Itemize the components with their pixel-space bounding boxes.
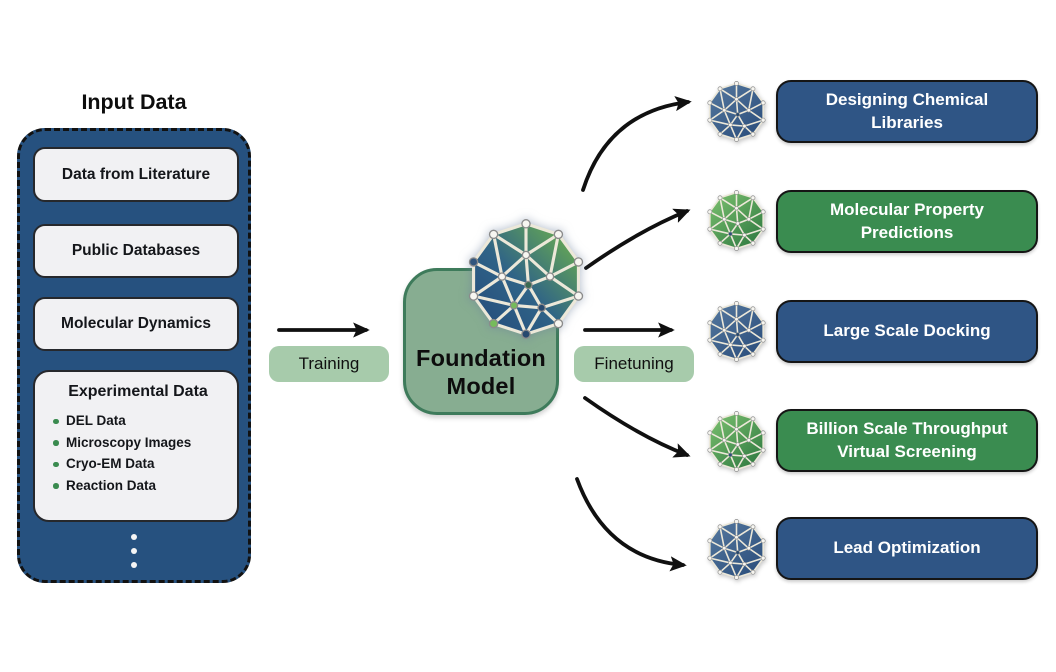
training-label: Training (269, 346, 389, 382)
list-item: Reaction Data (53, 475, 227, 497)
molecule-network-icon (706, 190, 767, 251)
input-data-title: Input Data (81, 90, 187, 114)
foundation-model-box: Foundation Model (403, 268, 559, 415)
output-molecular-property-predictions: Molecular Property Predictions (776, 190, 1038, 253)
arrow-output-5 (575, 477, 687, 572)
experimental-data-title: Experimental Data (68, 383, 208, 400)
input-item-public-databases: Public Databases (33, 224, 239, 278)
input-data-panel: Data from Literature Public Databases Mo… (17, 128, 251, 583)
output-designing-chemical-libraries: Designing Chemical Libraries (776, 80, 1038, 143)
molecule-network-icon (706, 411, 767, 472)
input-item-molecular-dynamics: Molecular Dynamics (33, 297, 239, 351)
output-lead-optimization: Lead Optimization (776, 517, 1038, 580)
list-item: DEL Data (53, 410, 227, 432)
output-billion-scale-virtual-screening: Billion Scale Throughput Virtual Screeni… (776, 409, 1038, 472)
arrow-output-1 (581, 96, 692, 192)
input-item-literature: Data from Literature (33, 147, 239, 202)
molecule-network-hub-icon (466, 219, 586, 339)
molecule-network-icon (706, 301, 767, 362)
list-item: Cryo-EM Data (53, 453, 227, 475)
arrow-output-2 (584, 208, 691, 270)
molecule-network-icon (706, 519, 767, 580)
finetuning-label: Finetuning (574, 346, 694, 382)
molecule-network-icon (706, 81, 767, 142)
output-large-scale-docking: Large Scale Docking (776, 300, 1038, 363)
experimental-data-box: Experimental Data DEL Data Microscopy Im… (33, 370, 239, 522)
more-items-dots-icon (131, 534, 137, 568)
list-item: Microscopy Images (53, 432, 227, 454)
arrow-output-4 (583, 396, 691, 458)
experimental-data-list: DEL Data Microscopy Images Cryo-EM Data … (49, 410, 227, 496)
